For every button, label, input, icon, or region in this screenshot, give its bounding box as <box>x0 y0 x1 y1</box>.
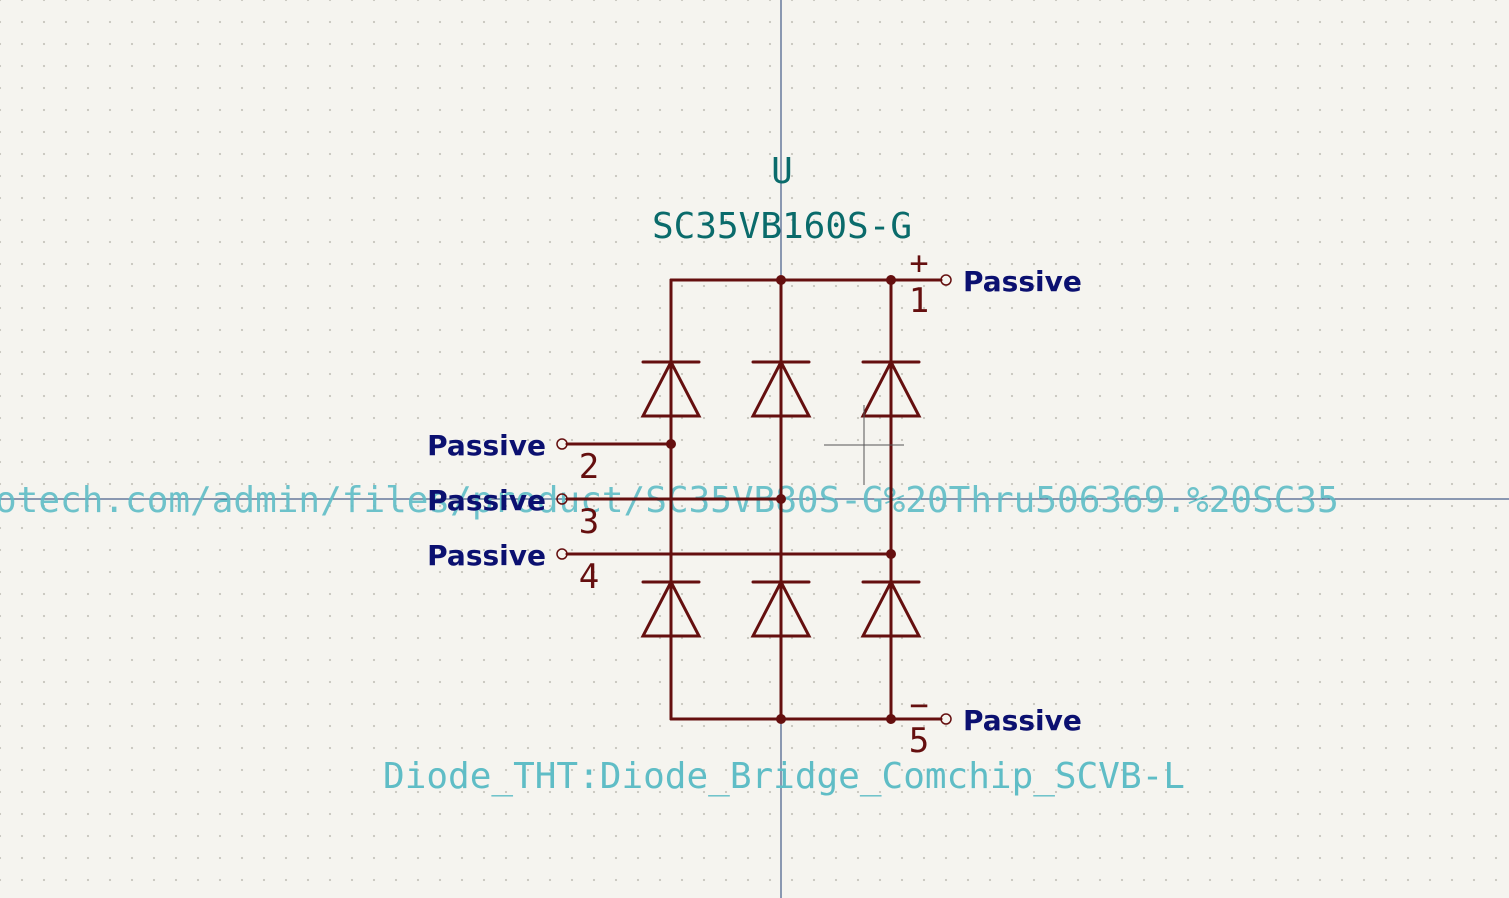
junction-dot <box>776 275 786 285</box>
diode-lower-left <box>640 578 702 638</box>
diode-upper-right <box>860 358 922 418</box>
diode-upper-middle <box>750 358 812 418</box>
pin-5-number: 5 <box>909 721 929 761</box>
pin-1-name: + <box>909 244 928 282</box>
junction-dot <box>776 714 786 724</box>
footprint-field[interactable]: Diode_THT:Diode_Bridge_Comchip_SCVB-L <box>383 756 1185 797</box>
junction-dot <box>886 549 896 559</box>
pin-1-type: Passive <box>963 265 1082 298</box>
pin-4-type: Passive <box>427 539 546 572</box>
junction-dot <box>886 714 896 724</box>
junction-dot <box>776 494 786 504</box>
junction-dot <box>886 275 896 285</box>
pin-5-name: − <box>909 686 928 724</box>
pin-2-number: 2 <box>579 447 599 487</box>
pin-5-end <box>940 713 952 725</box>
pin-2-end <box>556 438 568 450</box>
diode-lower-right <box>860 578 922 638</box>
pin-4-number: 4 <box>579 557 599 597</box>
pin-ends[interactable] <box>556 274 952 725</box>
diode-upper-left <box>640 358 702 418</box>
junctions <box>666 275 896 724</box>
pin-4-end <box>556 548 568 560</box>
diode-lower-middle <box>750 578 812 638</box>
pin-1-end <box>940 274 952 286</box>
junction-dot <box>666 439 676 449</box>
pin-1-number: 1 <box>909 281 929 321</box>
pin-5-type: Passive <box>963 704 1082 737</box>
pin-2-type: Passive <box>427 429 546 462</box>
pin-3-type: Passive <box>427 484 546 517</box>
pin-3-number: 3 <box>579 502 599 542</box>
value-field[interactable]: SC35VB160S-G <box>652 206 912 247</box>
reference-field[interactable]: U <box>771 151 793 192</box>
crosshair-cursor-icon <box>824 405 904 485</box>
pin-3-end <box>556 493 568 505</box>
